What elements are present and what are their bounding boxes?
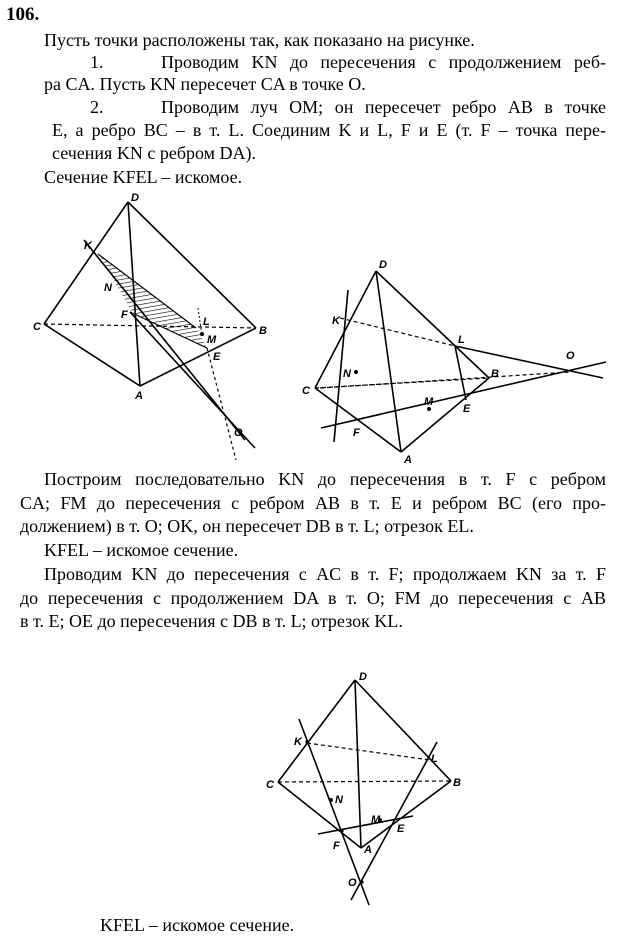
fig2-point-m <box>427 407 431 411</box>
problem-number: 106. <box>6 4 40 25</box>
para2-line4: KFEL – искомое сечение. <box>44 540 239 560</box>
fig1-label-c: C <box>33 321 42 333</box>
figure3-diagram <box>277 679 452 906</box>
fig3-label-n: N <box>335 794 344 806</box>
step1-line1: Проводим KN до пересечения с продолжение… <box>161 52 606 72</box>
fig1-label-l: L <box>203 316 210 328</box>
final-result: KFEL – искомое сечение. <box>100 915 295 935</box>
step2-line2: E, а ребро BC – в т. L. Соединим K и L, … <box>52 120 606 140</box>
fig3-label-c: C <box>266 779 275 791</box>
fig2-point-n <box>354 370 358 374</box>
fig2-label-c: C <box>302 385 311 397</box>
step2-number: 2. <box>90 97 104 117</box>
fig1-label-m: M <box>207 334 217 346</box>
fig3-label-o: O <box>348 877 357 889</box>
fig2-label-a: A <box>403 454 412 466</box>
fig3-point-k <box>305 740 309 744</box>
step1-line2: ра CA. Пусть KN пересечет CA в точке O. <box>44 74 366 94</box>
fig1-label-n: N <box>104 282 113 294</box>
fig1-label-o: O <box>234 427 243 439</box>
para2-line3: должением) в т. O; OK, он пересечет DB в… <box>20 516 474 536</box>
fig3-point-n <box>329 798 333 802</box>
fig1-point-m <box>200 332 204 336</box>
fig1-label-d: D <box>131 192 139 204</box>
fig3-point-o <box>360 880 364 884</box>
figure1-diagram <box>43 201 257 461</box>
fig2-label-n: N <box>343 368 352 380</box>
step2-line3: сечения KN с ребром DA). <box>52 143 257 163</box>
fig3-label-b: B <box>453 777 461 789</box>
fig2-label-k: K <box>332 315 341 327</box>
intro-text: Пусть точки расположены так, как показан… <box>44 30 475 50</box>
para2-line1: Построим последовательно KN до пересечен… <box>44 469 606 489</box>
fig1-label-e: E <box>213 351 221 363</box>
para3-line3: в т. E; OE до пересечения с DB в т. L; о… <box>20 611 403 631</box>
fig3-label-k: K <box>294 736 303 748</box>
fig1-label-a: A <box>134 390 143 402</box>
fig2-label-f: F <box>353 427 360 439</box>
fig3-label-m: M <box>371 814 381 826</box>
para2-line2: CA; FM до пересечения с ребром AB в т. E… <box>20 493 606 513</box>
fig2-label-e: E <box>463 403 471 415</box>
figure2-diagram <box>314 270 607 453</box>
fig3-point-m <box>378 818 382 822</box>
fig2-label-o: O <box>566 350 575 362</box>
fig1-label-b: B <box>259 325 267 337</box>
fig3-label-e: E <box>397 823 405 835</box>
fig2-label-d: D <box>379 259 387 271</box>
fig3-point-f <box>340 829 344 833</box>
fig3-label-f: F <box>333 840 340 852</box>
fig1-label-f: F <box>121 309 128 321</box>
step2-line1: Проводим луч OM; он пересечет ребро AB в… <box>161 97 606 117</box>
para3-line1: Проводим KN до пересечения с AC в т. F; … <box>44 564 606 584</box>
fig2-label-m: M <box>424 396 434 408</box>
fig2-label-l: L <box>458 334 465 346</box>
fig3-label-d: D <box>359 671 367 683</box>
fig2-label-b: B <box>491 368 499 380</box>
section1-result: Сечение KFEL – искомое. <box>44 167 243 187</box>
step1-number: 1. <box>90 52 104 72</box>
para3-line2: до пересечения с продолжением DA в т. O;… <box>20 588 606 608</box>
fig3-label-a: A <box>363 844 372 856</box>
fig3-label-l: L <box>431 753 438 765</box>
fig1-label-k: K <box>84 240 93 252</box>
